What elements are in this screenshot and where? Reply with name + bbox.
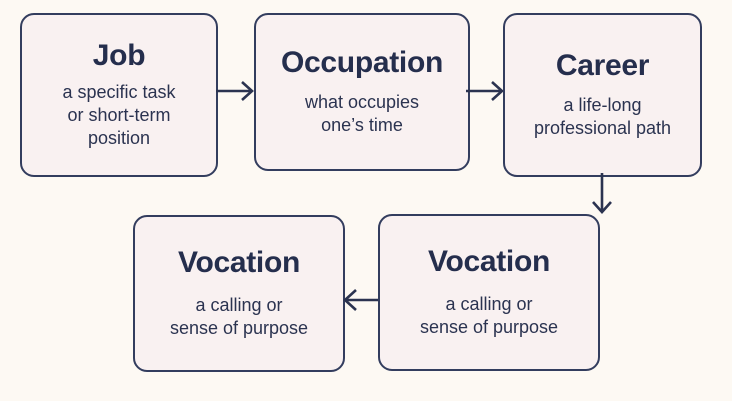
node-vocation-right-description: a calling or sense of purpose — [419, 294, 559, 338]
node-vocation-left[interactable]: Vocation a calling or sense of purpose — [133, 215, 345, 372]
node-job-description: a specific task or short-term position — [62, 82, 176, 149]
node-occupation-description: what occupies one’s time — [304, 91, 420, 135]
arrow-career-to-vocation-icon — [592, 173, 612, 214]
node-vocation-left-title: Vocation — [177, 245, 301, 279]
node-occupation-title: Occupation — [280, 46, 443, 80]
node-job-title: Job — [92, 38, 146, 72]
node-vocation-left-description: a calling or sense of purpose — [169, 295, 309, 339]
node-career-title: Career — [555, 49, 650, 83]
arrow-occupation-to-career-icon — [466, 81, 504, 101]
node-vocation-right[interactable]: Vocation a calling or sense of purpose — [378, 214, 600, 371]
node-career-description: a life-long professional path — [533, 94, 672, 138]
node-career[interactable]: Career a life-long professional path — [503, 13, 702, 177]
arrow-job-to-occupation-icon — [216, 81, 254, 101]
arrow-vocation-to-vocation-icon — [343, 289, 383, 311]
node-occupation[interactable]: Occupation what occupies one’s time — [254, 13, 470, 171]
node-vocation-right-title: Vocation — [427, 244, 551, 278]
node-job[interactable]: Job a specific task or short-term positi… — [20, 13, 218, 177]
